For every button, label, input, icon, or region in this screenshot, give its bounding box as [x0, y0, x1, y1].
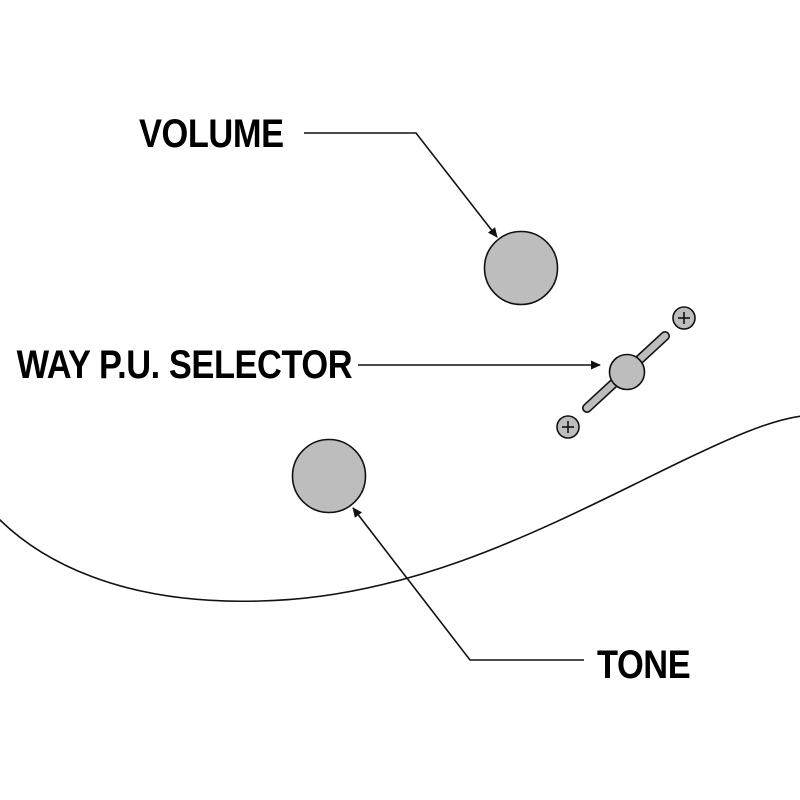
volume-label: VOLUME — [139, 112, 284, 156]
tone-knob-icon — [291, 438, 367, 514]
selector-label: WAY P.U. SELECTOR — [16, 343, 352, 387]
tone-label: TONE — [597, 643, 691, 687]
screw-icon — [556, 415, 580, 439]
tone-leader-arrow — [352, 507, 584, 661]
screw-icon — [672, 306, 696, 330]
volume-leader-arrow — [304, 132, 498, 238]
body-contour-line — [0, 415, 800, 603]
selector-switch-icon — [582, 331, 670, 413]
volume-knob-icon — [483, 230, 559, 306]
